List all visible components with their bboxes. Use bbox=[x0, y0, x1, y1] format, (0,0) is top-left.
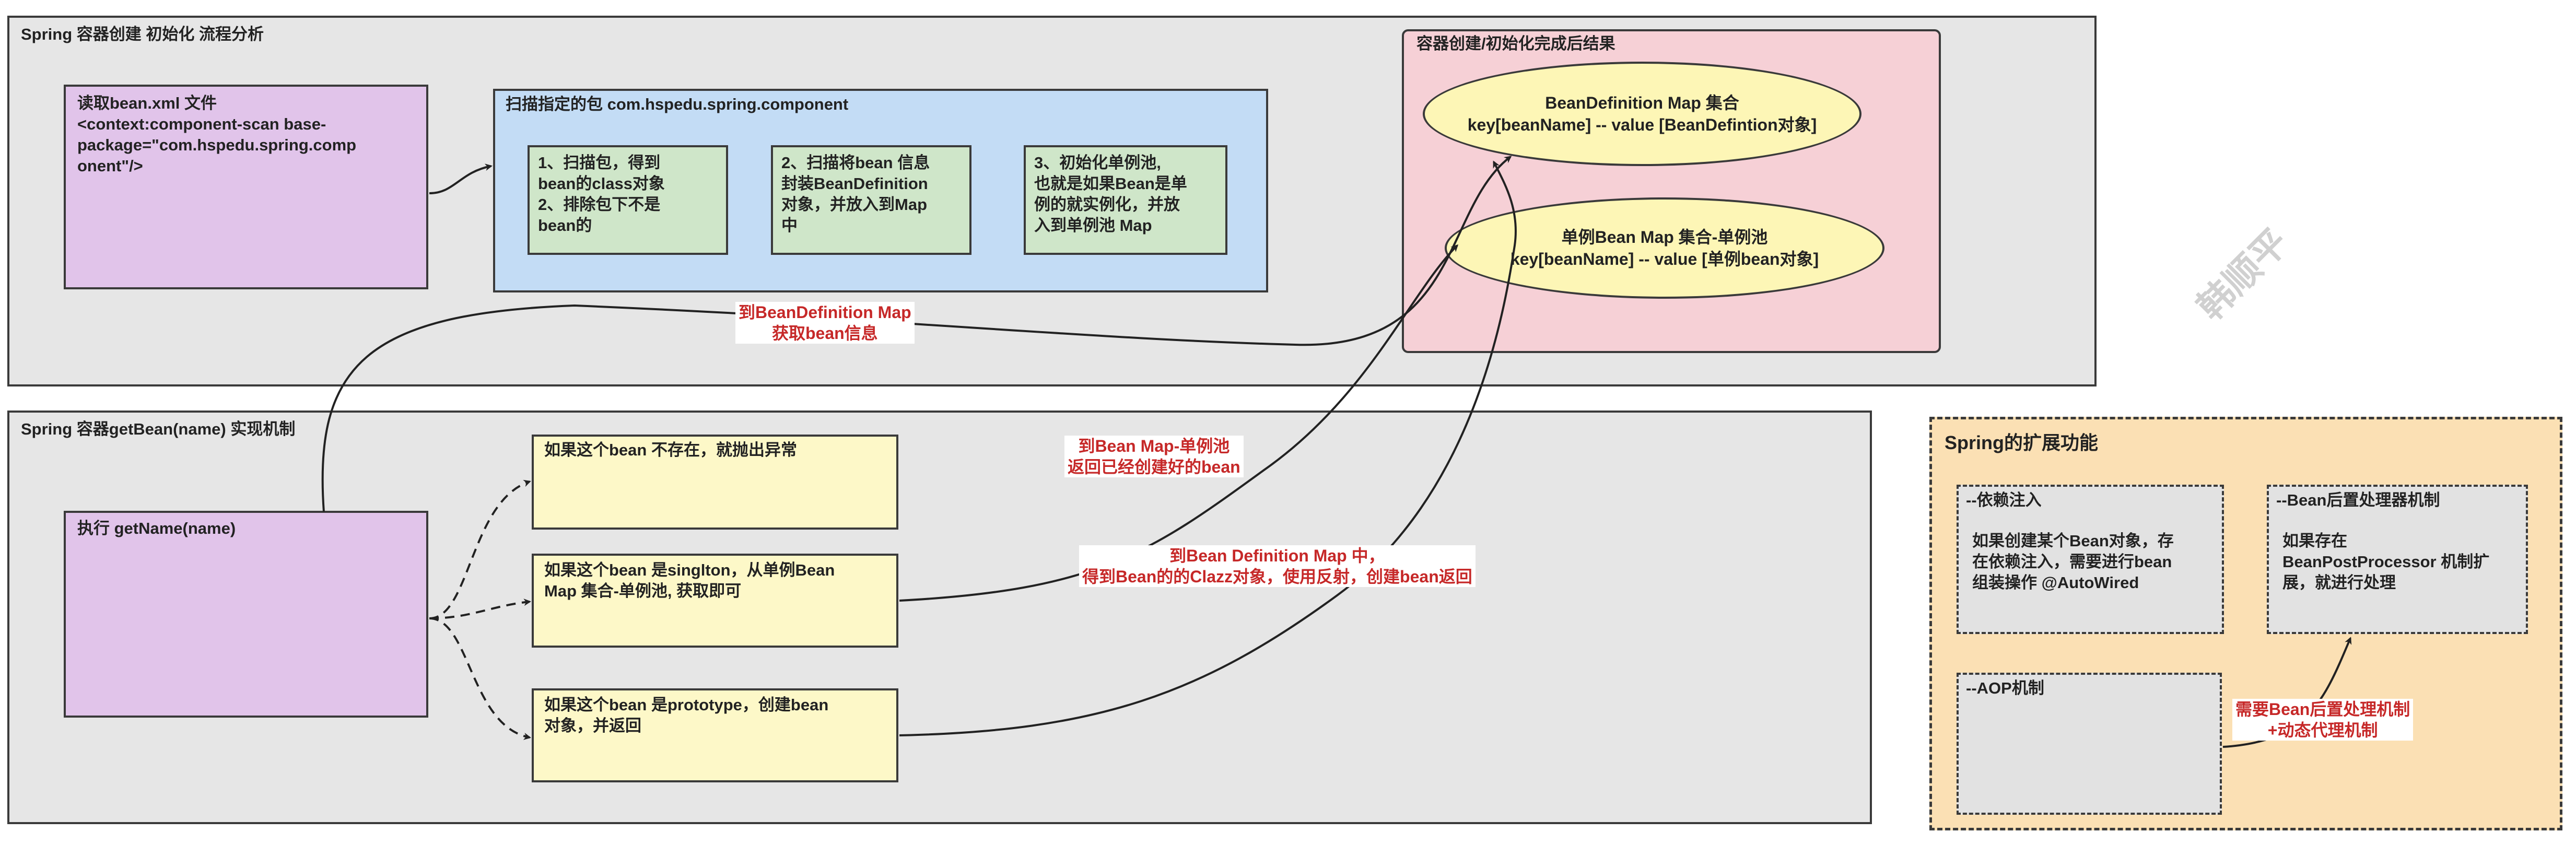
arrow-singleton-to-pool bbox=[899, 244, 1459, 602]
arrow-execute-to-case2 bbox=[429, 599, 531, 619]
execute-getname-label: 执行 getName(name) bbox=[77, 519, 236, 537]
di-line: 如果创建某个Bean对象，存 bbox=[1972, 532, 2174, 550]
bpp-title: --Bean后置处理器机制 bbox=[2276, 491, 2440, 509]
step-line: bean的class对象 bbox=[538, 174, 665, 193]
getbean-panel-title: Spring 容器getBean(name) 实现机制 bbox=[21, 420, 296, 438]
label-to-bd-map-reflect: 到Bean Definition Map 中， 得到Bean的的Clazz对象，… bbox=[1079, 545, 1476, 587]
step-line: 例的就实例化，并放 bbox=[1034, 195, 1180, 214]
step-line: 中 bbox=[781, 216, 798, 235]
ellipse-line: key[beanName] -- value [BeanDefintion对象] bbox=[1467, 115, 1817, 134]
bpp-line: 展，就进行处理 bbox=[2282, 573, 2396, 592]
case-not-exist-box: 如果这个bean 不存在，就抛出异常 bbox=[532, 435, 898, 530]
arrow-read-to-scan bbox=[429, 163, 493, 194]
read-xml-line: 读取bean.xml 文件 bbox=[77, 94, 217, 112]
step-line: 也就是如果Bean是单 bbox=[1034, 174, 1187, 193]
case-line: 对象，并返回 bbox=[544, 717, 641, 735]
label-line: 得到Bean的的Clazz对象，使用反射，创建bean返回 bbox=[1082, 567, 1472, 586]
bean-definition-map-ellipse: BeanDefinition Map 集合 key[beanName] -- v… bbox=[1423, 62, 1861, 166]
read-xml-box: 读取bean.xml 文件 <context:component-scan ba… bbox=[64, 85, 428, 289]
read-xml-line: <context:component-scan base- bbox=[77, 115, 326, 133]
ellipse-line: key[beanName] -- value [单例bean对象] bbox=[1510, 250, 1819, 268]
arrow-execute-to-case1 bbox=[429, 479, 531, 619]
label-line: 到Bean Map-单例池 bbox=[1078, 437, 1230, 455]
scan-step-1: 1、扫描包，得到 bean的class对象 2、排除包下不是 bean的 bbox=[528, 145, 728, 255]
arrow-execute-to-case3 bbox=[429, 617, 531, 740]
label-line: 需要Bean后置处理机制 bbox=[2235, 700, 2410, 719]
label-aop-requires: 需要Bean后置处理机制 +动态代理机制 bbox=[2232, 699, 2414, 741]
case-line: 如果这个bean 不存在，就抛出异常 bbox=[544, 441, 797, 459]
step-line: 3、初始化单例池, bbox=[1034, 154, 1161, 172]
bpp-line: 如果存在 bbox=[2282, 532, 2347, 550]
step-line: 入到单例池 Map bbox=[1034, 216, 1152, 235]
label-line: 到BeanDefinition Map bbox=[739, 303, 911, 322]
ellipse-line: 单例Bean Map 集合-单例池 bbox=[1561, 228, 1768, 247]
dependency-injection-box: --依赖注入 如果创建某个Bean对象，存 在依赖注入，需要进行bean 组装操… bbox=[1957, 485, 2224, 634]
bpp-line: BeanPostProcessor 机制扩 bbox=[2282, 553, 2490, 571]
arrow-prototype-to-bd-map bbox=[899, 160, 1517, 736]
read-xml-line: package="com.hspedu.spring.comp bbox=[77, 136, 357, 154]
extension-panel-title: Spring的扩展功能 bbox=[1945, 432, 2098, 453]
step-line: bean的 bbox=[538, 216, 592, 235]
label-to-bd-map: 到BeanDefinition Map 获取bean信息 bbox=[735, 302, 915, 344]
scan-step-2: 2、扫描将bean 信息 封装BeanDefinition 对象，并放入到Map… bbox=[771, 145, 971, 255]
step-line: 2、排除包下不是 bbox=[538, 195, 661, 214]
step-line: 封装BeanDefinition bbox=[781, 174, 928, 193]
container-init-panel-title: Spring 容器创建 初始化 流程分析 bbox=[21, 25, 264, 43]
case-line: 如果这个bean 是prototype，创建bean bbox=[544, 696, 829, 714]
step-line: 对象，并放入到Map bbox=[781, 195, 927, 214]
case-line: Map 集合-单例池, 获取即可 bbox=[544, 582, 742, 600]
singleton-map-ellipse: 单例Bean Map 集合-单例池 key[beanName] -- value… bbox=[1445, 197, 1884, 299]
step-line: 1、扫描包，得到 bbox=[538, 154, 661, 172]
di-line: 在依赖注入，需要进行bean bbox=[1972, 553, 2172, 571]
ellipse-line: BeanDefinition Map 集合 bbox=[1545, 93, 1739, 112]
aop-box: --AOP机制 bbox=[1957, 673, 2222, 815]
step-line: 2、扫描将bean 信息 bbox=[781, 154, 930, 172]
di-title: --依赖注入 bbox=[1966, 491, 2042, 509]
bean-post-processor-box: --Bean后置处理器机制 如果存在 BeanPostProcessor 机制扩… bbox=[2267, 485, 2528, 634]
aop-title: --AOP机制 bbox=[1966, 679, 2044, 697]
result-box-title: 容器创建/初始化完成后结果 bbox=[1416, 34, 1615, 53]
case-singleton-box: 如果这个bean 是singlton，从单例Bean Map 集合-单例池, 获… bbox=[532, 554, 898, 648]
scan-package-title: 扫描指定的包 com.hspedu.spring.component bbox=[506, 95, 849, 113]
label-line: 获取bean信息 bbox=[771, 324, 878, 343]
di-line: 组装操作 @AutoWired bbox=[1972, 573, 2139, 592]
case-prototype-box: 如果这个bean 是prototype，创建bean 对象，并返回 bbox=[532, 688, 898, 782]
arrow-execute-to-bd-map bbox=[321, 156, 1512, 512]
case-line: 如果这个bean 是singlton，从单例Bean bbox=[544, 561, 835, 579]
label-line: +动态代理机制 bbox=[2267, 721, 2378, 740]
scan-step-3: 3、初始化单例池, 也就是如果Bean是单 例的就实例化，并放 入到单例池 Ma… bbox=[1024, 145, 1227, 255]
execute-getname-box: 执行 getName(name) bbox=[64, 511, 428, 718]
label-line: 到Bean Definition Map 中， bbox=[1169, 546, 1385, 565]
label-to-bean-map: 到Bean Map-单例池 返回已经创建好的bean bbox=[1064, 436, 1244, 477]
read-xml-line: onent"/> bbox=[77, 157, 143, 175]
label-line: 返回已经创建好的bean bbox=[1068, 458, 1240, 476]
